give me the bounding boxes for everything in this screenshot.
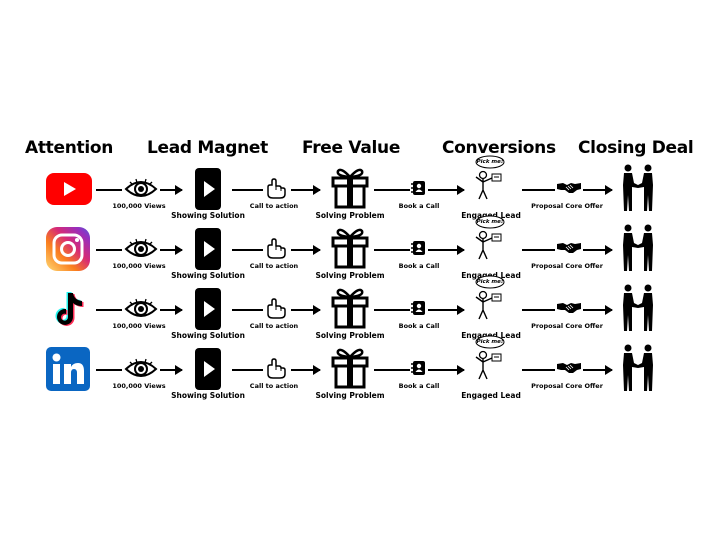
call-to-action-label: Call to action bbox=[249, 262, 299, 270]
views-label: 100,000 Views bbox=[112, 322, 166, 330]
views-label: 100,000 Views bbox=[112, 202, 166, 210]
proposal-label: Proposal Core Offer bbox=[531, 202, 603, 210]
eye-icon bbox=[122, 238, 160, 260]
handshake-icon bbox=[555, 240, 583, 254]
engaged-lead-label: Engaged Lead bbox=[461, 331, 521, 340]
book-call-label: Book a Call bbox=[398, 322, 440, 330]
solving-problem-label: Solving Problem bbox=[315, 271, 385, 280]
business-handshake-icon bbox=[620, 163, 656, 213]
business-handshake-icon bbox=[620, 283, 656, 333]
views-label: 100,000 Views bbox=[112, 262, 166, 270]
business-handshake-icon bbox=[620, 343, 656, 393]
book-call-label: Book a Call bbox=[398, 262, 440, 270]
header-closing-deal: Closing Deal bbox=[578, 138, 694, 158]
showing-solution-label: Showing Solution bbox=[171, 391, 245, 400]
header-conversions: Conversions bbox=[442, 138, 556, 158]
solving-problem-label: Solving Problem bbox=[315, 331, 385, 340]
book-call-icon bbox=[410, 300, 428, 316]
proposal-label: Proposal Core Offer bbox=[531, 262, 603, 270]
gift-icon bbox=[331, 345, 369, 389]
call-to-action-label: Call to action bbox=[249, 202, 299, 210]
pointer-hand-icon bbox=[263, 238, 291, 260]
engaged-lead-label: Engaged Lead bbox=[461, 271, 521, 280]
pick-me-text: Pick me! bbox=[476, 159, 504, 165]
funnel-row-instagram: 100,000 Views Showing Solution Call to a… bbox=[0, 215, 720, 281]
engaged-lead-label: Engaged Lead bbox=[461, 391, 521, 400]
business-handshake-icon bbox=[620, 223, 656, 273]
pick-me-text: Pick me! bbox=[476, 219, 504, 225]
book-call-label: Book a Call bbox=[398, 202, 440, 210]
funnel-row-tiktok: 100,000 Views Showing Solution Call to a… bbox=[0, 275, 720, 341]
linkedin-icon bbox=[46, 347, 92, 393]
gift-icon bbox=[331, 285, 369, 329]
gift-icon bbox=[331, 225, 369, 269]
eye-icon bbox=[122, 358, 160, 380]
book-call-label: Book a Call bbox=[398, 382, 440, 390]
book-call-icon bbox=[410, 180, 428, 196]
pointer-hand-icon bbox=[263, 178, 291, 200]
header-lead-magnet: Lead Magnet bbox=[147, 138, 268, 158]
phone-icon bbox=[194, 227, 222, 271]
youtube-icon bbox=[46, 167, 92, 213]
header-free-value: Free Value bbox=[302, 138, 401, 158]
funnel-row-linkedin: 100,000 Views Showing Solution Call to a… bbox=[0, 335, 720, 401]
views-label: 100,000 Views bbox=[112, 382, 166, 390]
phone-icon bbox=[194, 167, 222, 211]
solving-problem-label: Solving Problem bbox=[315, 211, 385, 220]
pointer-hand-icon bbox=[263, 358, 291, 380]
instagram-icon bbox=[46, 227, 92, 273]
proposal-label: Proposal Core Offer bbox=[531, 322, 603, 330]
stick-figure-icon bbox=[470, 155, 510, 209]
stick-figure-icon bbox=[470, 275, 510, 329]
eye-icon bbox=[122, 178, 160, 200]
pointer-hand-icon bbox=[263, 298, 291, 320]
showing-solution-label: Showing Solution bbox=[171, 211, 245, 220]
stick-figure-icon bbox=[470, 215, 510, 269]
engaged-lead-label: Engaged Lead bbox=[461, 211, 521, 220]
tiktok-icon bbox=[46, 287, 92, 333]
pick-me-text: Pick me! bbox=[476, 339, 504, 345]
gift-icon bbox=[331, 165, 369, 209]
pick-me-text: Pick me! bbox=[476, 279, 504, 285]
handshake-icon bbox=[555, 360, 583, 374]
handshake-icon bbox=[555, 300, 583, 314]
showing-solution-label: Showing Solution bbox=[171, 331, 245, 340]
showing-solution-label: Showing Solution bbox=[171, 271, 245, 280]
proposal-label: Proposal Core Offer bbox=[531, 382, 603, 390]
solving-problem-label: Solving Problem bbox=[315, 391, 385, 400]
book-call-icon bbox=[410, 240, 428, 256]
call-to-action-label: Call to action bbox=[249, 322, 299, 330]
handshake-icon bbox=[555, 180, 583, 194]
header-attention: Attention bbox=[25, 138, 114, 158]
stick-figure-icon bbox=[470, 335, 510, 389]
book-call-icon bbox=[410, 360, 428, 376]
eye-icon bbox=[122, 298, 160, 320]
funnel-row-youtube: 100,000 Views Showing Solution Call to a… bbox=[0, 155, 720, 221]
phone-icon bbox=[194, 287, 222, 331]
call-to-action-label: Call to action bbox=[249, 382, 299, 390]
phone-icon bbox=[194, 347, 222, 391]
